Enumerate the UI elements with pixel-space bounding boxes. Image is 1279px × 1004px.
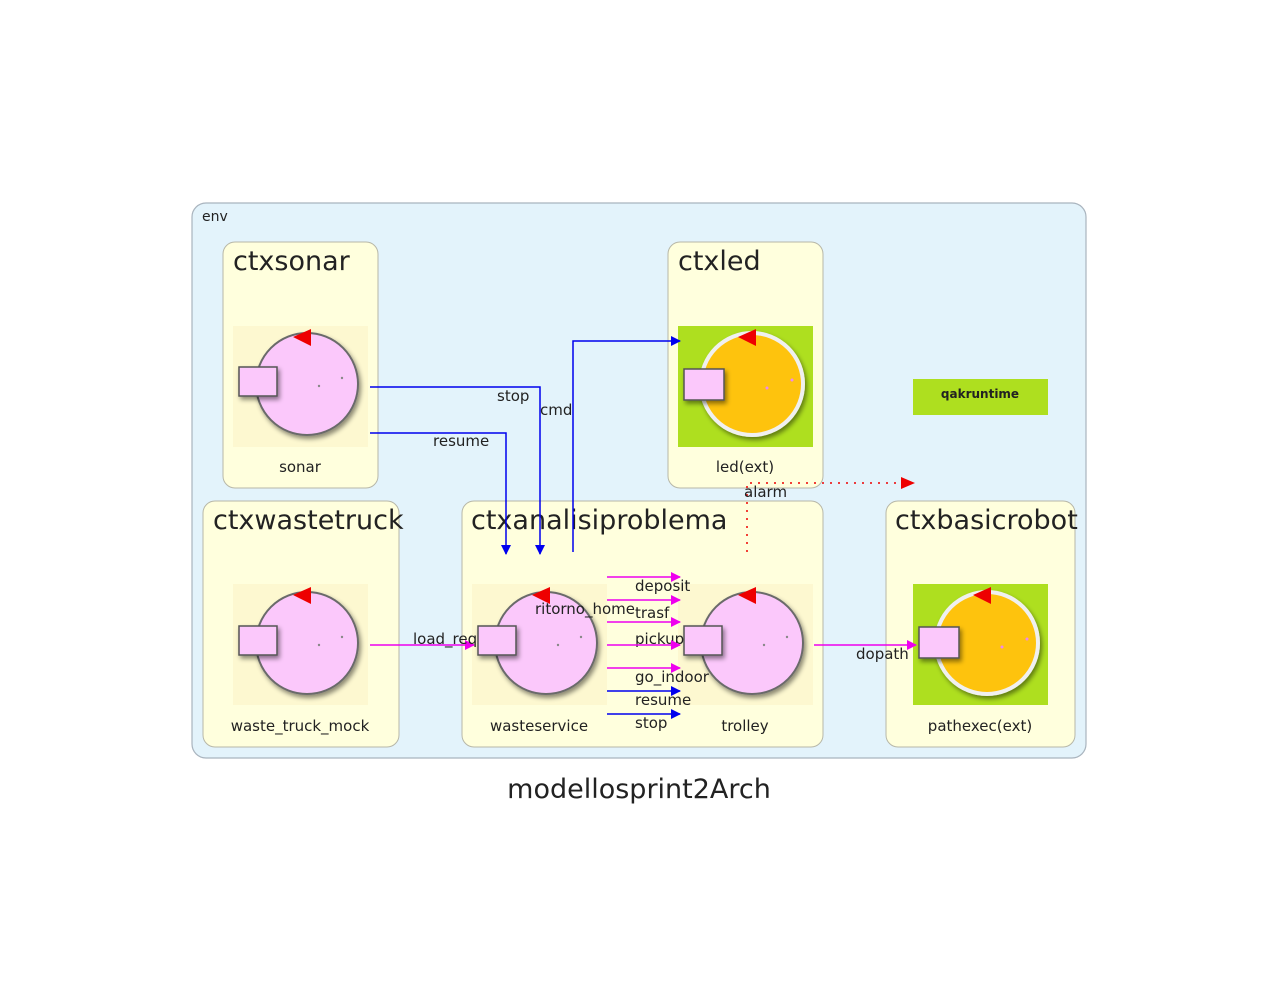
actor-led-ext[interactable]: led(ext) [678, 326, 813, 476]
edge-alarm: alarm [744, 477, 915, 552]
edge-label-load-req: load_req [413, 630, 477, 649]
edge-label-deposit: deposit [635, 577, 690, 595]
edge-label-stop: stop [497, 387, 529, 405]
context-title-ctxwastetruck: ctxwastetruck [213, 505, 404, 536]
context-ctxbasicrobot: ctxbasicrobot pathexec(ext) [885, 500, 1078, 748]
context-title-ctxsonar: ctxsonar [233, 246, 351, 277]
edge-label-resume-trolley: resume [635, 691, 691, 709]
env-container: env [191, 202, 1087, 759]
actor-trolley[interactable]: trolley [678, 584, 813, 735]
actor-arrow-icon [532, 587, 550, 604]
edge-ritorno-home: ritorno_home [535, 600, 635, 619]
actor-port-icon [238, 625, 278, 656]
edge-trasf: trasf [607, 595, 681, 622]
actor-pathexec-ext[interactable]: pathexec(ext) [913, 584, 1048, 735]
actor-label-pathexec: pathexec(ext) [928, 717, 1032, 735]
edge-label-resume: resume [433, 432, 489, 450]
actor-arrow-icon [738, 587, 756, 604]
edge-label-ritorno-home: ritorno_home [535, 600, 635, 619]
edge-resume-sonar: resume [370, 432, 511, 555]
actor-port-icon [477, 625, 517, 656]
context-ctxanalisiproblema: ctxanalisiproblema wasteservice trolley [461, 500, 824, 748]
actor-port-icon [683, 368, 725, 401]
context-ctxsonar: ctxsonar sonar [222, 241, 379, 489]
edge-label-go-indoor: go_indoor [635, 668, 710, 687]
context-title-ctxanalisiproblema: ctxanalisiproblema [471, 505, 727, 536]
context-title-ctxbasicrobot: ctxbasicrobot [895, 505, 1078, 536]
actor-label-waste-truck: waste_truck_mock [231, 717, 370, 736]
actor-waste-truck-mock[interactable]: waste_truck_mock [231, 584, 370, 736]
edge-cmd: cmd [540, 336, 681, 552]
actor-wasteservice[interactable]: wasteservice [472, 584, 607, 735]
edge-dopath: dopath [814, 640, 917, 663]
actor-arrow-icon [738, 329, 756, 346]
actor-sonar[interactable]: sonar [233, 326, 368, 476]
edge-label-cmd: cmd [540, 401, 572, 419]
actor-port-icon [683, 625, 723, 656]
actor-label-led: led(ext) [716, 458, 774, 476]
edge-go-indoor: go_indoor [607, 663, 710, 687]
env-label: env [202, 209, 228, 225]
edge-stop-trolley: stop [607, 709, 681, 732]
edge-label-stop-trolley: stop [635, 714, 667, 732]
actor-arrow-icon [293, 329, 311, 346]
actor-label-trolley: trolley [721, 717, 768, 735]
qakruntime-label: qakruntime [941, 387, 1019, 401]
edge-stop-sonar: stop [370, 386, 545, 555]
context-title-ctxled: ctxled [678, 246, 761, 277]
context-ctxwastetruck: ctxwastetruck waste_truck_mock [202, 500, 404, 748]
actor-arrow-icon [293, 587, 311, 604]
edge-label-trasf: trasf [635, 604, 670, 622]
actor-arrow-icon [973, 587, 991, 604]
edge-label-alarm: alarm [744, 483, 787, 501]
edge-deposit: deposit [607, 572, 690, 595]
edge-resume-trolley: resume [607, 686, 691, 709]
actor-port-icon [918, 626, 960, 659]
actor-label-sonar: sonar [279, 458, 322, 476]
actor-port-icon [238, 366, 278, 397]
edge-label-dopath: dopath [856, 645, 909, 663]
diagram-title: modellosprint2Arch [507, 774, 771, 805]
actor-label-wasteservice: wasteservice [490, 717, 588, 735]
qakruntime-badge: qakruntime [913, 379, 1048, 415]
edge-load-req: load_req [370, 630, 477, 650]
context-ctxled: ctxled led(ext) [667, 241, 824, 489]
